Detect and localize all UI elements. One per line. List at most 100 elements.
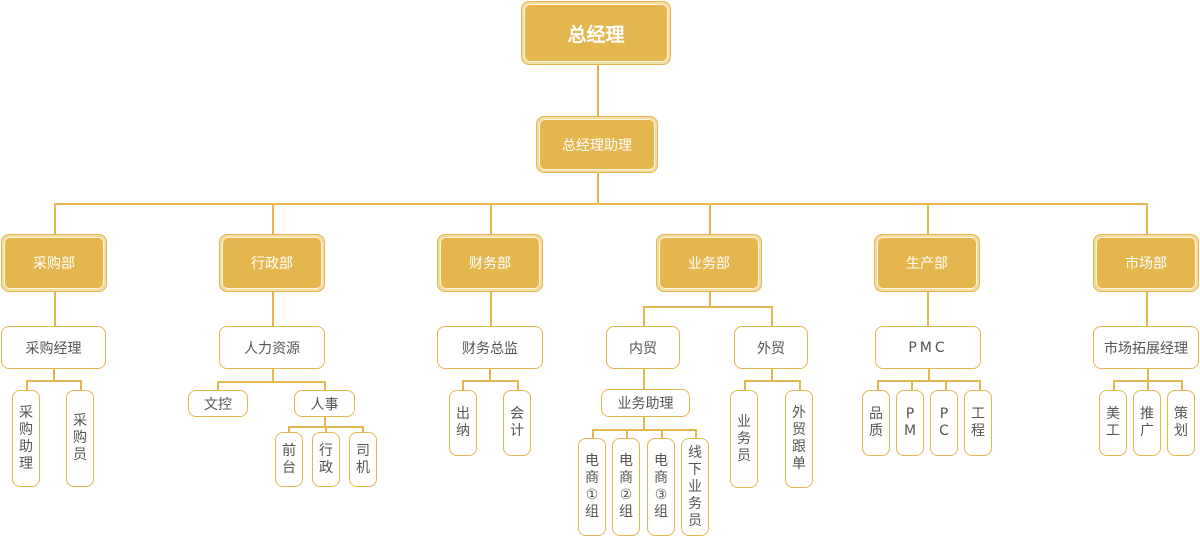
connector-line (26, 380, 80, 382)
connector-line (272, 203, 274, 234)
connector-line (877, 380, 979, 382)
node-label: PM (903, 406, 917, 439)
node-label: 业务员 (737, 413, 751, 464)
connector-line (53, 369, 55, 380)
node-label: PC (939, 406, 949, 439)
node-role[interactable]: 外贸跟单 (785, 390, 813, 488)
node-role[interactable]: 人事 (294, 390, 355, 417)
node-label: 内贸 (629, 340, 657, 357)
node-department[interactable]: 业务部 (656, 234, 762, 292)
node-role[interactable]: 业务助理 (601, 389, 690, 417)
node-role[interactable]: PM (896, 390, 924, 456)
node-position[interactable]: 采购经理 (1, 326, 106, 369)
node-role[interactable]: 品质 (862, 390, 890, 456)
node-label: 财务总监 (462, 340, 518, 357)
connector-line (288, 426, 290, 432)
node-department[interactable]: 行政部 (219, 234, 325, 292)
node-label: 市场拓展经理 (1104, 340, 1188, 357)
node-label: 外贸 (757, 340, 785, 357)
node-department[interactable]: 财务部 (437, 234, 543, 292)
department-bus-line (54, 203, 1147, 205)
connector-line (362, 426, 364, 432)
connector-line (217, 381, 219, 390)
node-role[interactable]: 业务员 (730, 390, 758, 488)
connector-line (1146, 203, 1148, 234)
connector-line (979, 380, 981, 390)
connector-line (324, 417, 326, 426)
node-label: 前台 (282, 442, 296, 476)
node-role[interactable]: 采购员 (66, 390, 94, 487)
connector-line (877, 380, 879, 390)
node-position[interactable]: 内贸 (606, 326, 680, 369)
connector-line (272, 292, 274, 326)
connector-line (695, 429, 697, 438)
connector-line (911, 380, 913, 390)
node-label: 采购助理 (19, 404, 33, 472)
connector-line (597, 173, 599, 203)
node-label: 人力资源 (244, 340, 300, 357)
node-role[interactable]: 文控 (188, 390, 248, 417)
connector-line (709, 203, 711, 234)
connector-line (54, 292, 56, 326)
node-role[interactable]: 美工 (1099, 390, 1127, 456)
node-label: 业务助理 (617, 396, 674, 412)
connector-line (744, 380, 799, 382)
node-department[interactable]: 生产部 (874, 234, 980, 292)
connector-line (744, 380, 746, 390)
node-position[interactable]: 财务总监 (437, 326, 543, 369)
connector-line (626, 429, 628, 438)
node-label: 行政部 (251, 256, 293, 272)
node-role[interactable]: 前台 (275, 432, 303, 487)
node-position[interactable]: 外贸 (734, 326, 808, 369)
node-label: PMC (908, 339, 948, 356)
node-role[interactable]: 电商③组 (647, 438, 675, 536)
connector-line (661, 429, 663, 438)
connector-line (1147, 369, 1149, 380)
connector-line (324, 381, 326, 390)
connector-line (928, 369, 930, 380)
node-label: 总经理 (567, 23, 625, 46)
node-label: 业务部 (688, 256, 730, 272)
node-label: 美工 (1106, 406, 1120, 439)
node-role[interactable]: 行政 (312, 432, 340, 487)
node-role[interactable]: 出纳 (449, 390, 477, 456)
node-label: 采购部 (33, 256, 75, 272)
connector-line (54, 203, 56, 234)
node-role[interactable]: 电商②组 (612, 438, 640, 536)
connector-line (643, 306, 771, 308)
connector-line (597, 65, 599, 116)
node-role[interactable]: PC (930, 390, 958, 456)
node-label: 品质 (869, 406, 883, 439)
node-label: 电商②组 (619, 453, 633, 520)
node-role[interactable]: 会计 (503, 390, 531, 456)
node-role[interactable]: 策划 (1167, 390, 1195, 456)
connector-line (709, 292, 711, 306)
node-role[interactable]: 线下业务员 (681, 438, 709, 536)
node-department[interactable]: 采购部 (1, 234, 107, 292)
node-label: 文控 (204, 396, 232, 413)
node-label: 市场部 (1125, 256, 1167, 272)
node-position[interactable]: 人力资源 (219, 326, 325, 369)
node-role[interactable]: 推广 (1133, 390, 1161, 456)
connector-line (927, 292, 929, 326)
connector-line (643, 369, 645, 389)
node-role[interactable]: 电商①组 (578, 438, 606, 536)
node-position[interactable]: 市场拓展经理 (1093, 326, 1199, 369)
node-role[interactable]: 司机 (349, 432, 377, 487)
node-role[interactable]: 工程 (964, 390, 992, 456)
node-position[interactable]: PMC (875, 326, 981, 369)
node-role[interactable]: 采购助理 (12, 390, 40, 487)
connector-line (517, 380, 519, 390)
node-department[interactable]: 市场部 (1093, 234, 1199, 292)
connector-line (592, 429, 695, 431)
node-label: 人事 (310, 396, 339, 413)
connector-line (771, 306, 773, 326)
node-general-manager[interactable]: 总经理 (521, 1, 671, 65)
node-label: 会计 (510, 406, 524, 439)
node-label: 行政 (319, 442, 333, 476)
connector-line (462, 380, 517, 382)
node-gm-assistant[interactable]: 总经理助理 (536, 116, 658, 173)
connector-line (490, 292, 492, 326)
connector-line (1181, 380, 1183, 390)
